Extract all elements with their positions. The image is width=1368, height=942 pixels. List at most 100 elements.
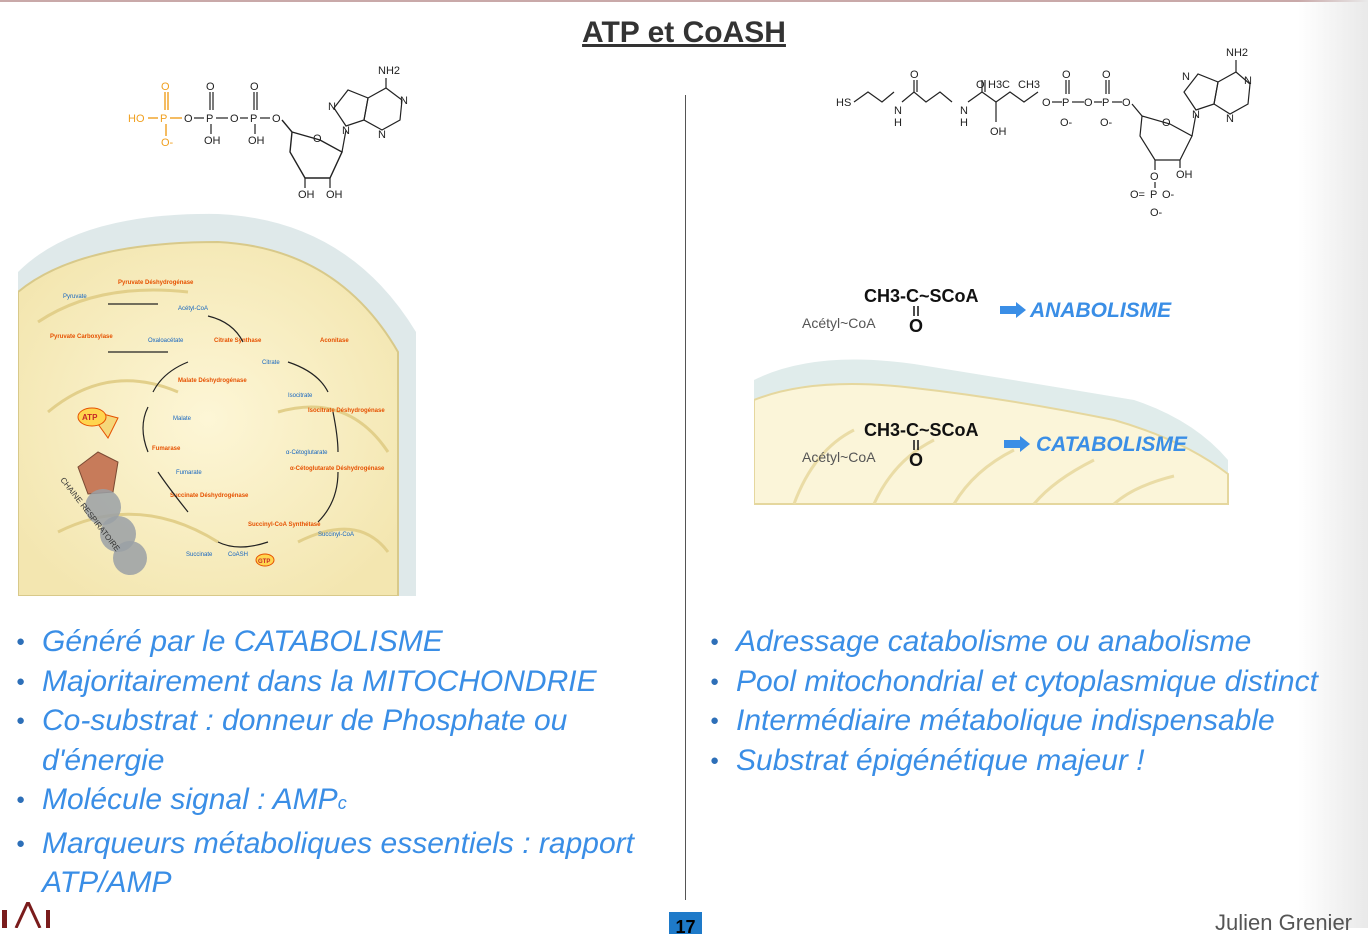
coa-h1: H	[894, 117, 902, 129]
coa-o2: O	[976, 79, 985, 91]
coa-oh: OH	[990, 126, 1007, 138]
atp-o-top3: O	[250, 81, 259, 93]
coa-oeq: O=	[1130, 189, 1145, 201]
atp-ring-o: O	[313, 133, 322, 145]
atp-structure-diagram: HO P O O- O P O OH O P O OH O O OH OH	[128, 65, 408, 201]
coa-nb: N	[1226, 113, 1234, 125]
krebs-succinate: Succinate	[186, 552, 213, 558]
page-number-badge: 17	[669, 912, 702, 937]
coa-om2: O-	[1100, 117, 1113, 129]
coa-o8: O	[1150, 171, 1159, 183]
krebs-malate: Malate	[173, 416, 192, 422]
right-bullet: Adressage catabolisme ou anabolisme	[710, 622, 1350, 662]
coa-om4: O-	[1150, 207, 1163, 219]
atp-oh3: OH	[298, 189, 315, 201]
coa-om3: O-	[1162, 189, 1175, 201]
krebs-enz-pc: Pyruvate Carboxylase	[50, 334, 113, 340]
krebs-enz-akgdh: α-Cétoglutarate Déshydrogénase	[290, 466, 385, 472]
krebs-enz-fum: Fumarase	[152, 446, 181, 452]
acetyl-name-2: Acétyl~CoA	[802, 449, 876, 465]
coa-o5: O	[1084, 97, 1093, 109]
atp-p2-label: P	[206, 113, 213, 125]
right-edge-shade	[1298, 0, 1368, 928]
krebs-enz-mdh: Malate Déshydrogénase	[178, 378, 247, 384]
top-border	[0, 0, 1368, 2]
slide-title: ATP et CoASH	[582, 16, 786, 49]
acetyl-carbonyl-1: O	[909, 316, 923, 336]
krebs-oxaloacetate: Oxaloacétate	[148, 338, 184, 344]
atp-ho-label: HO	[128, 113, 145, 125]
atp-p1-label: P	[160, 113, 167, 125]
catabolism-row: CH3-C~SCoA O Acétyl~CoA CATABOLISME	[802, 420, 1188, 470]
atp-oh4: OH	[326, 189, 343, 201]
left-bullet: Molécule signal : AMPc	[16, 780, 656, 824]
krebs-enz-idh: Isocitrate Déshydrogénase	[308, 408, 385, 414]
krebs-acetylcoa: Acétyl-CoA	[178, 306, 208, 312]
coa-h3c: H3C	[988, 79, 1010, 91]
acetylcoa-routing-figure: CH3-C~SCoA O Acétyl~CoA ANABOLISME CH3-C…	[754, 286, 1229, 506]
coa-n2: N	[960, 105, 968, 117]
atp-o-ester: O	[272, 113, 281, 125]
coash-structure-diagram: HS N H O N H O OH H3C CH3 O P O O- O P O…	[836, 47, 1252, 219]
coa-ch3: CH3	[1018, 79, 1040, 91]
column-divider	[685, 95, 686, 900]
coa-o3: O	[1042, 97, 1051, 109]
krebs-atp-label: ATP	[82, 413, 98, 422]
krebs-enz-pdh: Pyruvate Déshydrogénase	[118, 280, 194, 286]
atp-o-top1: O	[161, 81, 170, 93]
left-bullet: Co-substrat : donneur de Phosphate ou d'…	[16, 701, 656, 780]
krebs-isocitrate: Isocitrate	[288, 393, 313, 399]
coa-p2: P	[1102, 97, 1109, 109]
atp-ominus: O-	[161, 137, 174, 149]
krebs-enz-aco: Aconitase	[320, 338, 349, 344]
coa-n9: N	[1192, 109, 1200, 121]
right-bullet: Intermédiaire métabolique indispensable	[710, 701, 1350, 741]
coa-nh2: NH2	[1226, 47, 1248, 59]
right-bullet: Pool mitochondrial et cytoplasmique dist…	[710, 662, 1350, 702]
atp-oh1: OH	[204, 135, 221, 147]
atp-o-top2: O	[206, 81, 215, 93]
left-bullet-list: Généré par le CATABOLISME Majoritairemen…	[16, 622, 656, 903]
coa-hs: HS	[836, 97, 851, 109]
institution-logo	[2, 902, 50, 928]
coa-ring-o: O	[1162, 117, 1171, 129]
ampc-subscript: c	[337, 793, 347, 813]
coa-n7: N	[1182, 71, 1190, 83]
right-bullet: Substrat épigénétique majeur !	[710, 741, 1350, 781]
atp-oh2: OH	[248, 135, 265, 147]
atp-nh2: NH2	[378, 65, 400, 77]
anabolism-label: ANABOLISME	[1029, 299, 1172, 322]
krebs-coash: CoASH	[228, 552, 248, 558]
atp-n3: N	[378, 129, 386, 141]
krebs-citrate: Citrate	[262, 360, 280, 366]
krebs-succinylcoa: Succinyl-CoA	[318, 532, 354, 538]
atp-o-bridge1: O	[184, 113, 193, 125]
atp-o-bridge2: O	[230, 113, 239, 125]
coa-o4: O	[1062, 69, 1071, 81]
atp-n7: N	[328, 101, 336, 113]
coa-p1: P	[1062, 97, 1069, 109]
left-bullet: Marqueurs métaboliques essentiels : rapp…	[16, 824, 656, 903]
coa-n1: N	[894, 105, 902, 117]
coa-oh2: OH	[1176, 169, 1193, 181]
atp-n1: N	[400, 95, 408, 107]
krebs-enz-sdh: Succinate Déshydrogénase	[170, 493, 249, 499]
coa-om1: O-	[1060, 117, 1073, 129]
coa-o6: O	[1102, 69, 1111, 81]
author-name: Julien Grenier	[1215, 910, 1352, 935]
acetyl-carbonyl-2: O	[909, 450, 923, 470]
right-bullet-list: Adressage catabolisme ou anabolisme Pool…	[710, 622, 1350, 780]
left-bullet: Généré par le CATABOLISME	[16, 622, 656, 662]
atp-n9: N	[342, 125, 350, 137]
catabolism-label: CATABOLISME	[1036, 433, 1188, 456]
coa-p3: P	[1150, 189, 1157, 201]
krebs-gtp-label: GTP	[258, 559, 270, 565]
acetyl-name-1: Acétyl~CoA	[802, 315, 876, 331]
coa-o1: O	[910, 69, 919, 81]
anabolism-row: CH3-C~SCoA O Acétyl~CoA ANABOLISME	[802, 286, 1172, 336]
left-bullet: Majoritairement dans la MITOCHONDRIE	[16, 662, 656, 702]
acetyl-formula-1: CH3-C~SCoA	[864, 286, 979, 306]
krebs-enz-scs: Succinyl-CoA Synthétase	[248, 522, 321, 528]
krebs-fumarate: Fumarate	[176, 470, 202, 476]
krebs-cycle-figure: Pyruvate Acétyl-CoA Oxaloacétate Citrate…	[18, 213, 416, 596]
